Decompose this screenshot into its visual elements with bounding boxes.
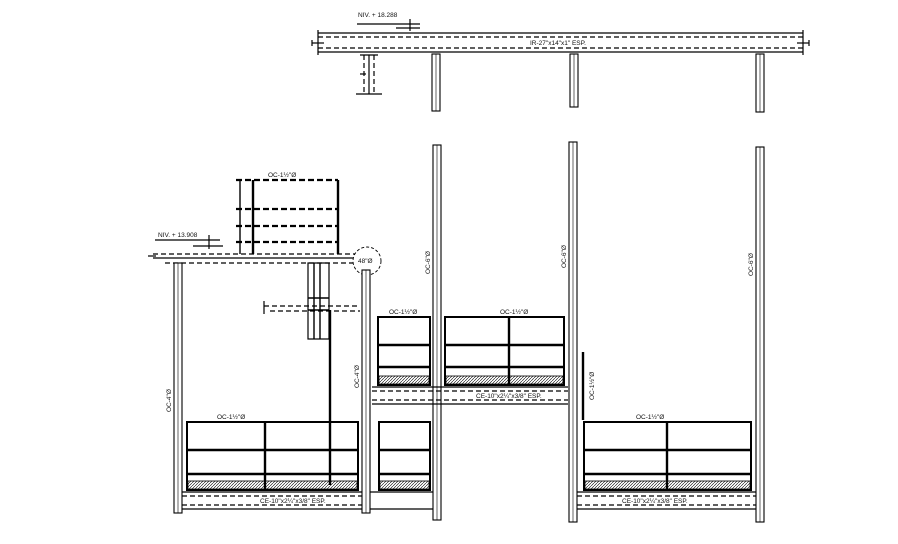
- column-left-label: OC-4"Ø: [166, 389, 173, 412]
- bottom-right-channel-label: CE-10"x2¼"x3/8" ESP.: [622, 498, 688, 505]
- column-small: OC-1½"Ø: [581, 352, 596, 420]
- top-column-2: [569, 53, 579, 108]
- column-center-left-label: OC-4"Ø: [354, 365, 361, 388]
- middle-right-railing: OC-1½"Ø: [444, 308, 565, 386]
- section-marker: [356, 54, 382, 95]
- bottom-left-railing: OC-1½"Ø: [186, 413, 359, 491]
- column-tall-1: OC-6"Ø: [425, 144, 442, 521]
- top-beam-label: IR-27"x14"x1" ESP.: [530, 40, 586, 47]
- column-tall-1-label: OC-6"Ø: [425, 251, 432, 274]
- bottom-right-channel-beam: CE-10"x2¼"x3/8" ESP.: [577, 491, 756, 510]
- level-upper-label: NIV. + 18.288: [358, 12, 398, 19]
- top-beam: IR-27"x14"x1" ESP.: [311, 30, 810, 55]
- upper-guard-rail: OC-1½"Ø: [236, 171, 340, 254]
- level-marker-upper: NIV. + 18.288: [357, 12, 420, 31]
- column-tall-3-label: OC-6"Ø: [748, 253, 755, 276]
- bottom-right-railing-label: OC-1½"Ø: [636, 413, 664, 421]
- bottom-left-channel-label: CE-10"x2¼"x3/8" ESP.: [260, 498, 326, 505]
- column-center-left: OC-4"Ø: [354, 269, 371, 514]
- angle-marker-label: 48"Ø: [358, 258, 373, 265]
- ladder: [263, 262, 360, 485]
- column-left: OC-4"Ø: [166, 262, 183, 514]
- top-guard-rail-label: OC-1½"Ø: [268, 171, 296, 179]
- bottom-center-railing: [378, 421, 431, 491]
- bottom-left-railing-label: OC-1½"Ø: [217, 413, 245, 421]
- column-small-label: OC-1½"Ø: [588, 372, 596, 400]
- level-marker-lower: NIV. + 13.908: [155, 232, 223, 249]
- bottom-left-channel-beam: CE-10"x2¼"x3/8" ESP.: [182, 491, 362, 510]
- bottom-right-railing: OC-1½"Ø: [583, 413, 752, 491]
- column-tall-3: OC-6"Ø: [748, 146, 765, 523]
- middle-right-railing-label: OC-1½"Ø: [500, 308, 528, 316]
- top-column-1: [431, 53, 441, 112]
- bottom-center-channel-beam: [370, 491, 433, 510]
- platform-beam: [148, 253, 360, 264]
- column-tall-2: OC-6"Ø: [561, 141, 578, 523]
- top-column-3: [755, 53, 765, 113]
- mid-channel-label: CE-10"x2¼"x3/8" ESP.: [476, 393, 542, 400]
- mid-channel-beam: CE-10"x2¼"x3/8" ESP.: [372, 386, 568, 405]
- middle-left-railing: OC-1½"Ø: [377, 308, 431, 386]
- middle-left-railing-label: OC-1½"Ø: [389, 308, 417, 316]
- column-tall-2-label: OC-6"Ø: [561, 245, 568, 268]
- level-lower-label: NIV. + 13.908: [158, 232, 198, 239]
